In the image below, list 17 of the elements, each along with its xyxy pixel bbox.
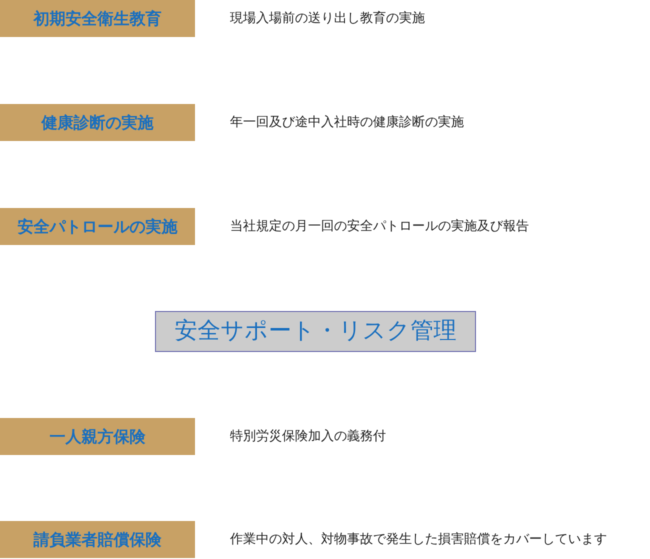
category-box bbox=[0, 521, 195, 558]
description-text: 当社規定の月一回の安全パトロールの実施及び報告 bbox=[230, 218, 529, 236]
description-text: 年一回及び途中入社時の健康診断の実施 bbox=[230, 114, 464, 132]
category-label: 請負業者賠償保険 bbox=[34, 528, 162, 550]
description-text: 現場入場前の送り出し教育の実施 bbox=[230, 10, 425, 28]
heading-text: 安全サポート・リスク管理 bbox=[174, 317, 456, 346]
category-box bbox=[0, 208, 195, 245]
description-text: 作業中の対人、対物事故で発生した損害賠償をカバーしています bbox=[230, 530, 607, 549]
category-label: 健康診断の実施 bbox=[42, 112, 154, 134]
category-box bbox=[0, 0, 195, 37]
category-label: 初期安全衛生教育 bbox=[34, 8, 162, 30]
heading-box bbox=[155, 311, 476, 352]
category-label: 一人親方保険 bbox=[50, 426, 146, 448]
category-label: 安全パトロールの実施 bbox=[18, 216, 178, 238]
category-box bbox=[0, 418, 195, 455]
description-text: 特別労災保険加入の義務付 bbox=[230, 428, 386, 446]
category-box bbox=[0, 104, 195, 141]
